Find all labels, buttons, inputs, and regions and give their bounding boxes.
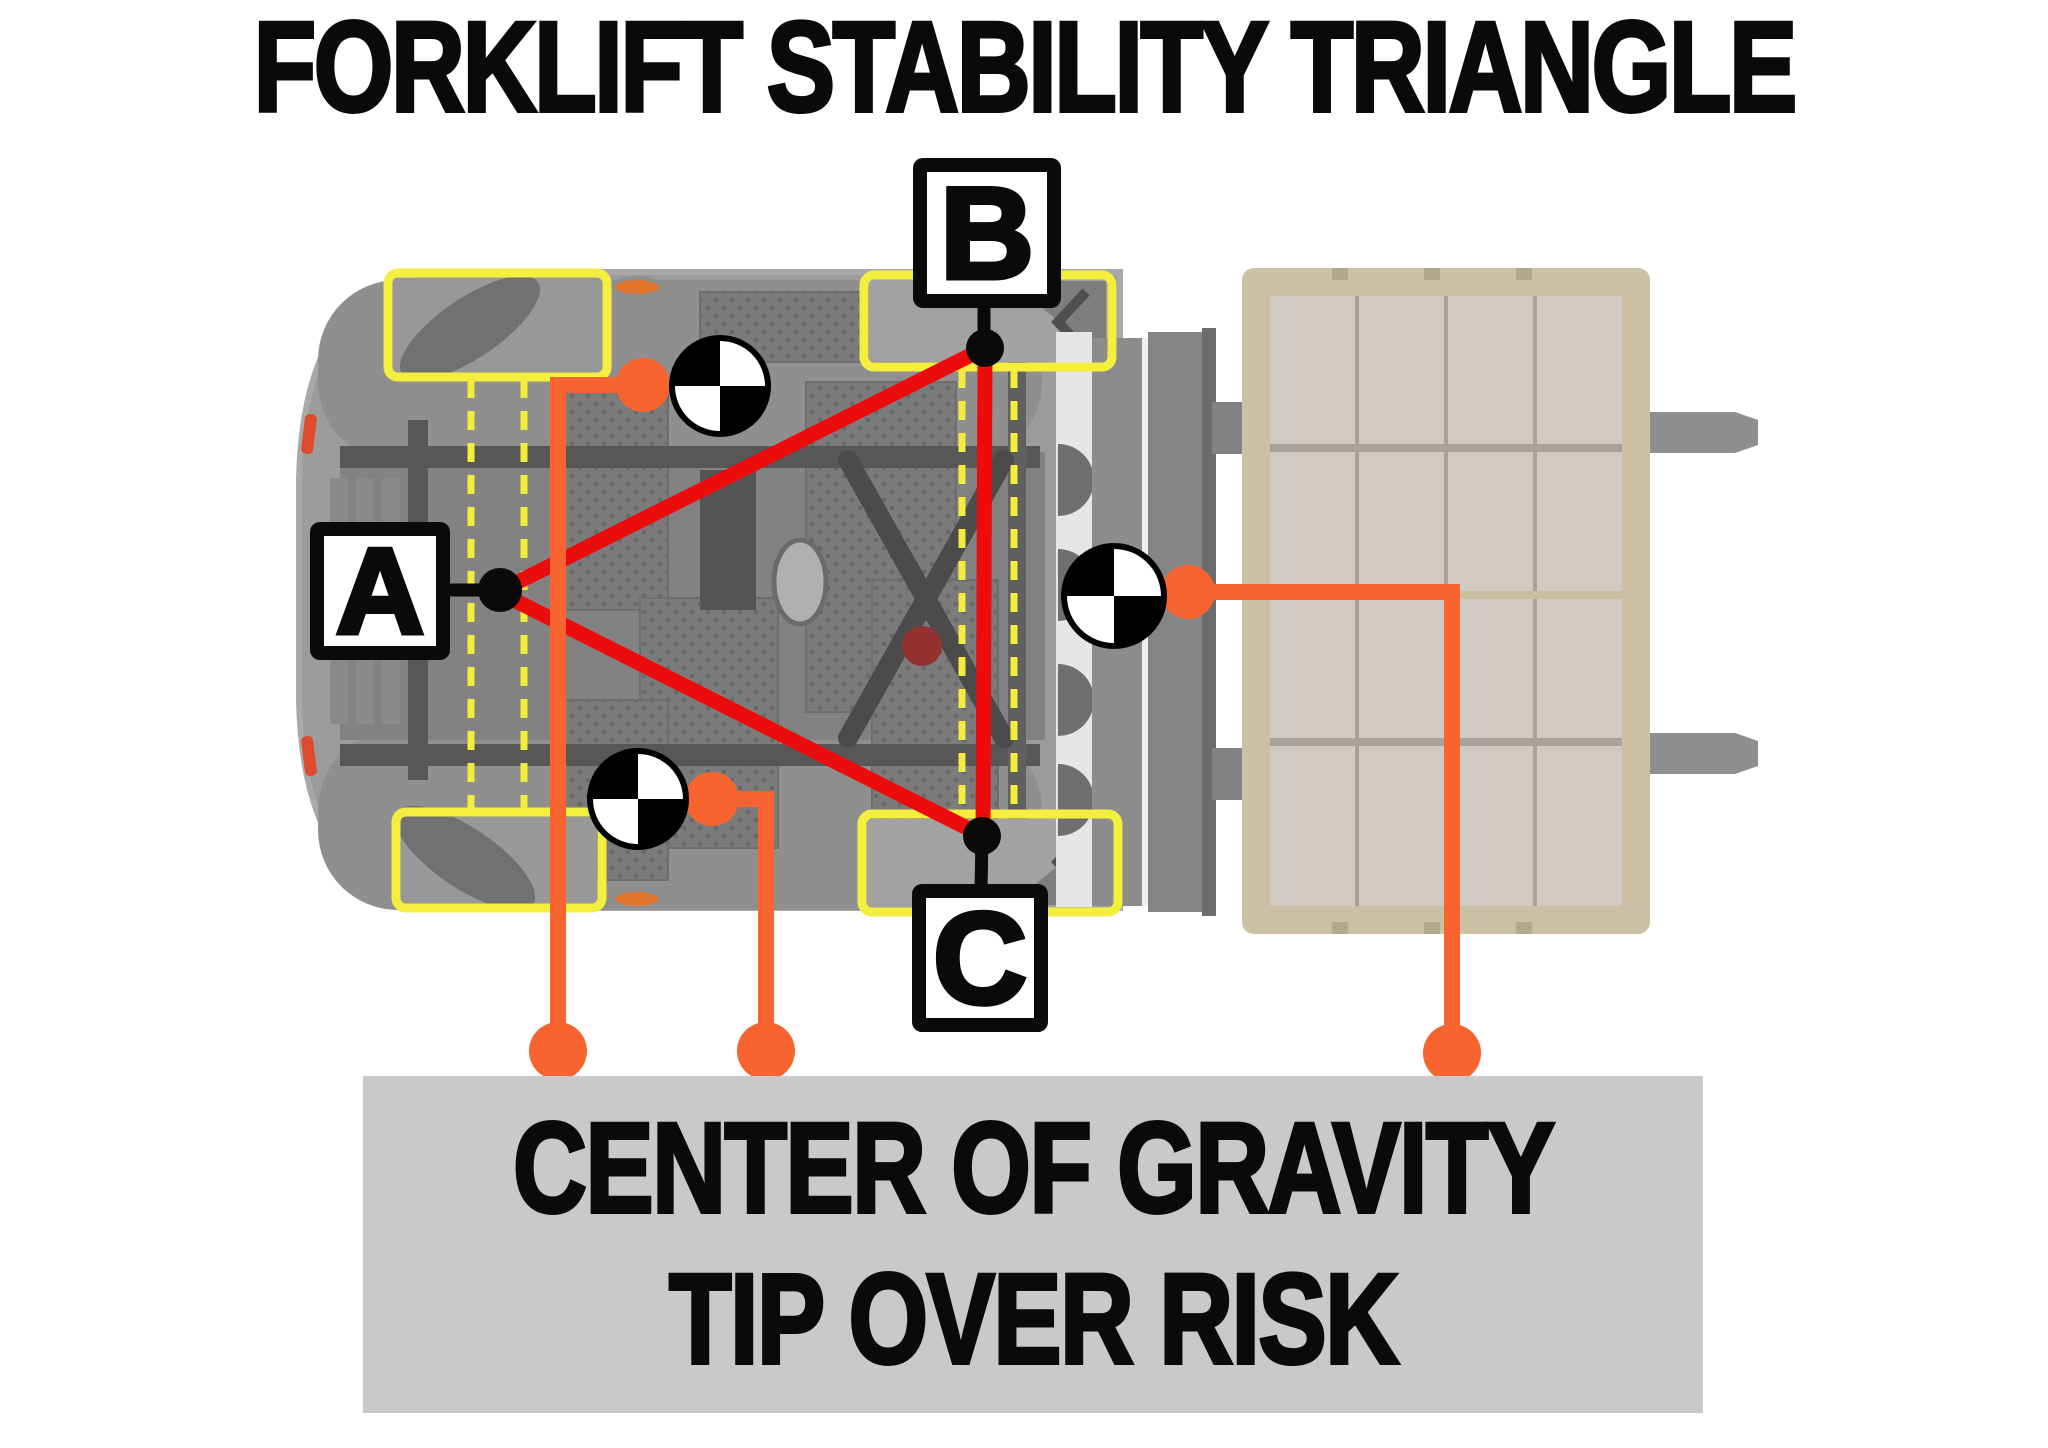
mast-roller <box>1058 664 1094 736</box>
seat <box>771 537 829 627</box>
triangle-edge-ac <box>490 584 991 844</box>
cg-leader-dot <box>737 1022 795 1080</box>
pallet-notch <box>1516 922 1532 934</box>
cg-leader-line-truck <box>550 377 643 1050</box>
cg-leader-line-load <box>1188 584 1460 1052</box>
cg-leader-lines <box>529 358 1481 1082</box>
vertex-label-box-c: C <box>912 883 1048 1034</box>
wheel-vent <box>394 805 536 911</box>
vertex-label-box-b: B <box>913 158 1061 309</box>
pallet-notch <box>1424 922 1440 934</box>
wheel-highlight-rear-left <box>383 268 612 382</box>
page-title: FORKLIFT STABILITY TRIANGLE <box>0 0 2048 139</box>
caption-line-2: TIP OVER RISK <box>667 1247 1400 1391</box>
guard-bar <box>340 446 1040 468</box>
cg-leader-dot <box>616 358 670 412</box>
vertex-label-b: B <box>938 158 1037 309</box>
fork-heel <box>1212 402 1244 454</box>
wheel-highlight-rear-right <box>391 807 607 913</box>
vertex-dot-a <box>478 568 522 612</box>
knob <box>902 626 942 666</box>
body-marker <box>611 276 663 298</box>
pallet-notch <box>1424 268 1440 280</box>
pallet-notch <box>1332 268 1348 280</box>
caption-box: CENTER OF GRAVITY TIP OVER RISK <box>363 1076 1703 1413</box>
tail-light <box>301 413 317 455</box>
pallet-load <box>1242 268 1758 934</box>
body-marker <box>611 888 663 910</box>
fork-tine-right <box>1650 733 1758 774</box>
triangle-edge-ab <box>490 340 993 600</box>
pallet-blocks <box>1270 296 1622 906</box>
center-of-gravity-icon <box>669 335 771 437</box>
triangle-edge-bc <box>975 340 993 844</box>
wheel-vent <box>399 275 541 381</box>
center-of-gravity-icon <box>587 748 689 850</box>
cg-leader-dot <box>1423 1024 1481 1082</box>
page-title-text: FORKLIFT STABILITY TRIANGLE <box>252 0 1799 139</box>
vertex-dot-c <box>963 817 1001 855</box>
pallet-notch <box>1516 268 1532 280</box>
cg-leader-dot <box>529 1022 587 1080</box>
center-of-gravity-icon <box>1061 543 1167 649</box>
vertex-label-box-a: A <box>310 521 450 662</box>
tail-light <box>301 735 317 777</box>
cg-leader-dot <box>1161 565 1215 619</box>
fork-tine-left <box>1650 412 1758 453</box>
caption-line-1: CENTER OF GRAVITY <box>511 1097 1556 1241</box>
pallet-notch <box>1332 922 1348 934</box>
tread-plate <box>555 389 669 611</box>
cg-leader-dot <box>685 772 739 826</box>
fork-heel <box>1212 748 1244 800</box>
vertex-label-c: C <box>931 883 1030 1034</box>
stability-triangle <box>490 340 993 844</box>
axle-track-lines <box>467 369 1018 812</box>
vertex-dot-b <box>966 329 1004 367</box>
guard-bar <box>340 744 1040 766</box>
vertex-label-a: A <box>333 521 426 662</box>
mast-roller <box>1058 444 1094 516</box>
